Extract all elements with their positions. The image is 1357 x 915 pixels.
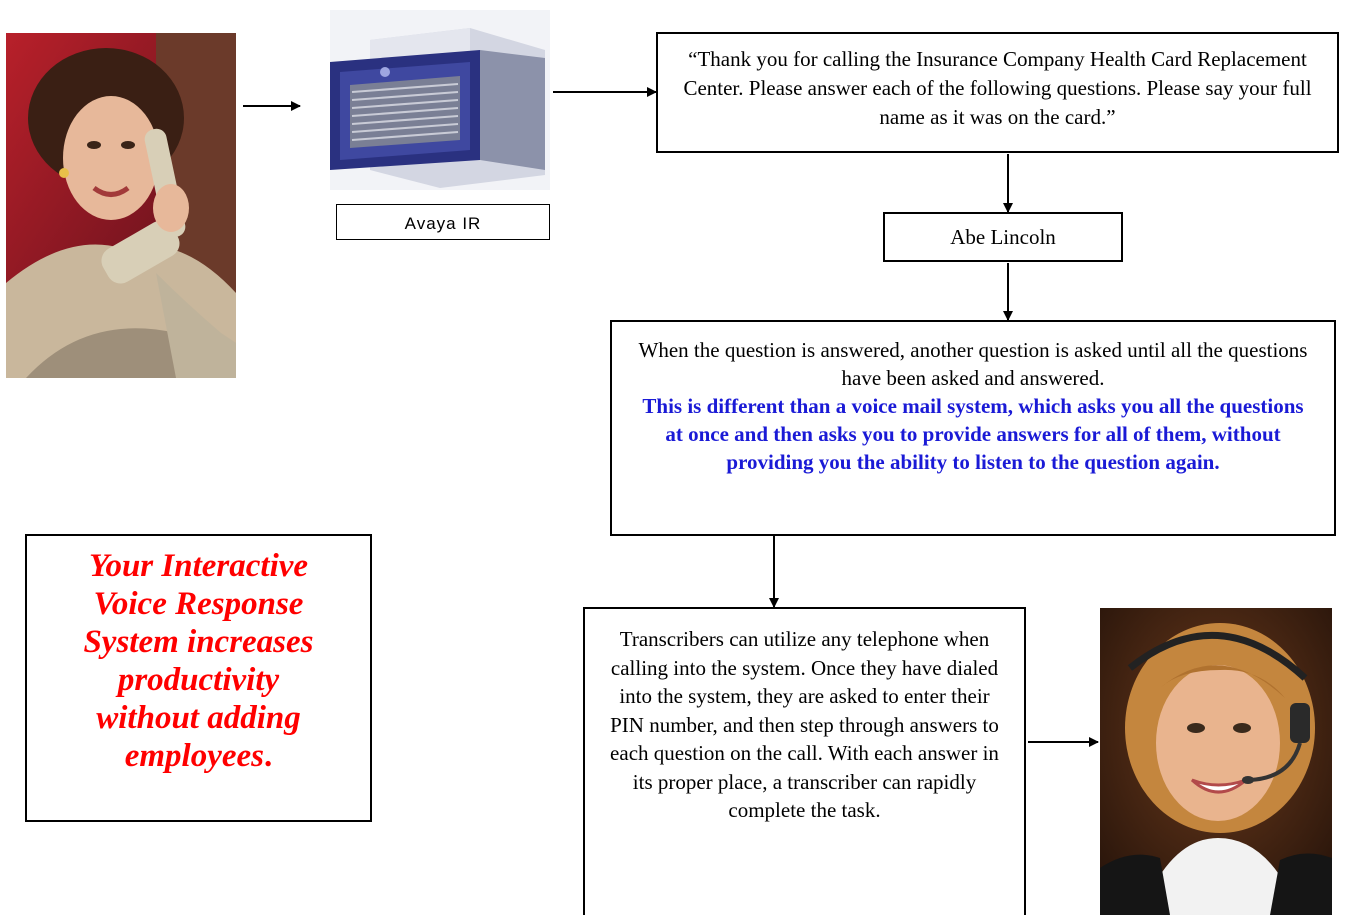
transcriber-photo — [1100, 608, 1332, 915]
callout-line-3: System increases — [83, 624, 314, 660]
sequence-box: When the question is answered, another q… — [610, 320, 1336, 536]
callout-line-1: Your Interactive — [88, 548, 309, 584]
callout-line-4: productivity — [117, 662, 280, 698]
greeting-box: “Thank you for calling the Insurance Com… — [656, 32, 1339, 153]
server-label-box: Avaya IR — [336, 204, 550, 240]
server-label: Avaya IR — [404, 214, 482, 233]
ivr-server-icon — [330, 10, 550, 190]
callout-period: . — [264, 738, 273, 774]
sequence-text: When the question is answered, another q… — [638, 338, 1308, 390]
transcriber-text: Transcribers can utilize any telephone w… — [610, 627, 999, 822]
callout-line-2: Voice Response — [93, 586, 304, 622]
answer-box: Abe Lincoln — [883, 212, 1123, 262]
server-image — [330, 10, 550, 190]
caller-photo — [6, 33, 236, 378]
callout-line-5: without adding — [96, 700, 301, 736]
callout-line-6: employees. — [27, 737, 370, 775]
transcriber-box: Transcribers can utilize any telephone w… — [583, 607, 1026, 915]
sequence-highlight-text: This is different than a voice mail syst… — [642, 394, 1304, 474]
greeting-text: “Thank you for calling the Insurance Com… — [683, 47, 1312, 129]
callout-box: Your Interactive Voice Response System i… — [25, 534, 372, 822]
woman-with-headset-icon — [1100, 608, 1332, 915]
answer-text: Abe Lincoln — [950, 225, 1056, 249]
woman-on-telephone-icon — [6, 33, 236, 378]
callout-last-word: employees — [124, 738, 265, 774]
